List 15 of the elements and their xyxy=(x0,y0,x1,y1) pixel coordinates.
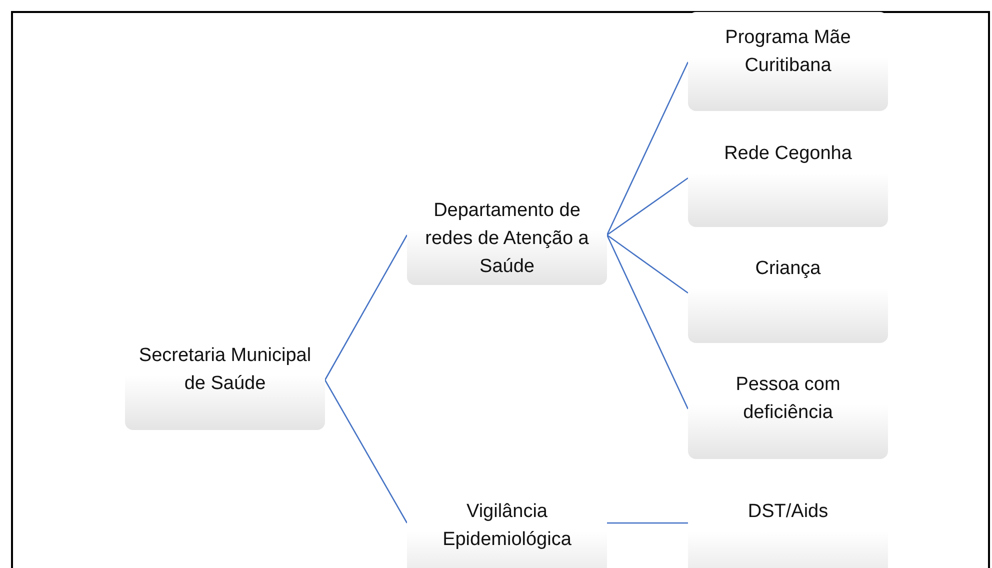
node-label: DST/Aids xyxy=(746,500,830,524)
node-label: Rede Cegonha xyxy=(723,142,853,166)
connector-line xyxy=(606,234,689,410)
node-label: Pessoa com deficiência xyxy=(734,373,842,425)
connector-line xyxy=(324,380,408,524)
connector-line xyxy=(606,234,688,294)
node-label: Programa Mãe Curitibana xyxy=(724,26,852,78)
node-label: Departamento de redes de Atenção a Saúde xyxy=(424,199,590,279)
node-label: Vigilância Epidemiológica xyxy=(442,500,572,552)
connector-line xyxy=(607,522,688,524)
node-label: Criança xyxy=(754,257,822,281)
connector-line xyxy=(324,234,408,380)
connector-line xyxy=(606,177,688,236)
connector-line xyxy=(606,62,689,236)
node-label: Secretaria Municipal de Saúde xyxy=(138,344,312,396)
